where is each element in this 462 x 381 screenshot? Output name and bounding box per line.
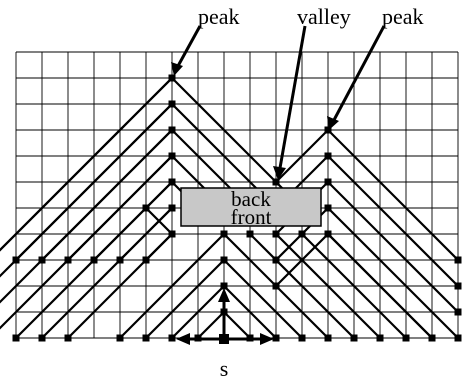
grid-node (168, 152, 176, 160)
obstacle-box (180, 187, 322, 227)
grid-node (350, 334, 358, 342)
wavefront-line (0, 154, 225, 330)
valley-arrowhead (273, 166, 286, 180)
grid-node (454, 308, 462, 316)
grid-node (220, 282, 228, 290)
grid-node (116, 334, 124, 342)
peak-left-arrowhead (171, 62, 183, 76)
grid-node (324, 178, 332, 186)
grid-node (428, 334, 436, 342)
grid-node (220, 256, 228, 264)
wavefront-line (41, 207, 173, 339)
grid-node (272, 256, 280, 264)
grid-node (12, 256, 20, 264)
grid-node (168, 178, 176, 186)
grid-node (246, 230, 254, 238)
grid-node (324, 204, 332, 212)
source-up-arrowhead (218, 288, 230, 302)
grid-node (168, 334, 176, 342)
grid-node (454, 256, 462, 264)
peak-right-arrow (332, 25, 386, 121)
source-node (219, 334, 229, 344)
grid-node (168, 74, 176, 82)
grid-node (298, 334, 306, 342)
grid-node (454, 282, 462, 290)
wavefront-line (275, 233, 381, 339)
source-right-arrowhead (260, 333, 274, 345)
grid-node (38, 334, 46, 342)
grid-node (272, 334, 280, 342)
peak-right-arrowhead (327, 116, 339, 130)
wavefront-line (327, 233, 433, 339)
grid-node (272, 178, 280, 186)
grid-node (168, 204, 176, 212)
grid-node (220, 230, 228, 238)
grid-node (324, 126, 332, 134)
peak-right-label: peak (382, 4, 424, 29)
grid-node (142, 204, 150, 212)
source-left-arrowhead (176, 333, 190, 345)
grid-node (298, 230, 306, 238)
grid-node (142, 334, 150, 342)
grid-node (168, 230, 176, 238)
grid-node (272, 230, 280, 238)
grid-node (116, 256, 124, 264)
box-label-back: back (231, 187, 271, 211)
peak-left-label: peak (198, 4, 240, 29)
grid-node (90, 256, 98, 264)
wavefront-line (301, 233, 407, 339)
valley-label: valley (297, 4, 351, 29)
grid-node (64, 334, 72, 342)
grid-node (324, 152, 332, 160)
grid-node (376, 334, 384, 342)
grid-node (38, 256, 46, 264)
grid-node (168, 126, 176, 134)
box-label-front: front (231, 205, 272, 229)
grid-node (402, 334, 410, 342)
source-label: s (220, 356, 229, 381)
grid-node (324, 230, 332, 238)
peak-left-arrow (176, 25, 202, 67)
valley-arrow (278, 25, 307, 169)
grid-node (64, 256, 72, 264)
grid-node (168, 100, 176, 108)
wavefront-line (249, 233, 355, 339)
grid-node (142, 256, 150, 264)
grid-node (324, 334, 332, 342)
grid-node (454, 334, 462, 342)
grid-node (272, 282, 280, 290)
grid-node (12, 334, 20, 342)
